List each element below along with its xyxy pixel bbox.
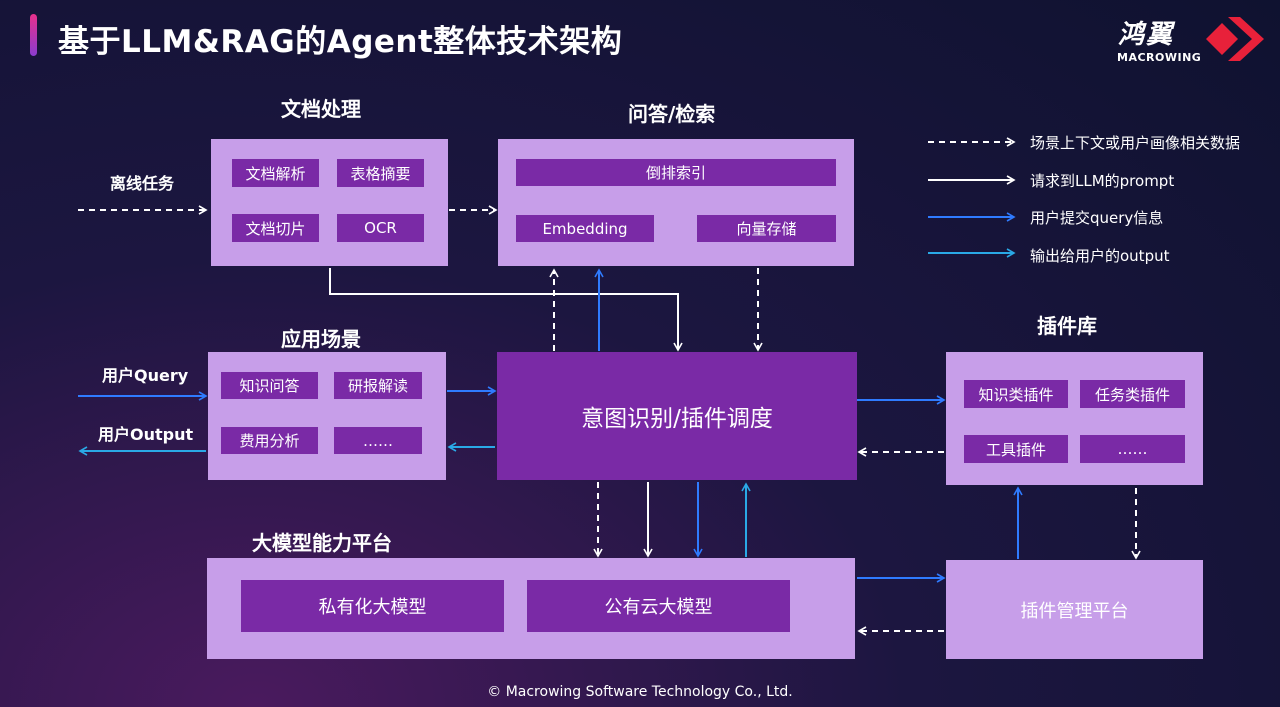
- plugin-library-panel: 知识类插件 任务类插件 工具插件 ……: [946, 352, 1203, 485]
- inverted-index-chip: 倒排索引: [516, 159, 836, 186]
- expense-analysis-chip: 费用分析: [221, 427, 318, 454]
- embedding-chip: Embedding: [516, 215, 654, 242]
- user-output-label: 用户Output: [98, 425, 194, 444]
- page-title: 基于LLM&RAG的Agent整体技术架构: [58, 24, 623, 60]
- copyright-footer: © Macrowing Software Technology Co., Ltd…: [487, 684, 793, 700]
- llm-platform-title: 大模型能力平台: [252, 531, 392, 555]
- logo-chinese: 鸿翼: [1118, 20, 1175, 50]
- user-query-label: 用户Query: [102, 366, 189, 385]
- tool-plugin-chip: 工具插件: [964, 435, 1068, 463]
- logo-english: MACROWING: [1117, 51, 1202, 64]
- table-summary-chip: 表格摘要: [337, 159, 424, 187]
- more-scenarios-chip: ……: [334, 427, 422, 454]
- more-plugins-chip: ……: [1080, 435, 1185, 463]
- doc-processing-title: 文档处理: [281, 97, 361, 121]
- qa-retrieval-title: 问答/检索: [628, 102, 716, 126]
- research-report-chip: 研报解读: [334, 372, 422, 399]
- plugin-library-title: 插件库: [1037, 314, 1097, 338]
- task-plugin-chip: 任务类插件: [1080, 380, 1185, 408]
- legend-user-output: 输出给用户的output: [1030, 247, 1170, 265]
- knowledge-plugin-chip: 知识类插件: [964, 380, 1068, 408]
- app-scenarios-panel: 知识问答 研报解读 费用分析 ……: [208, 352, 446, 480]
- private-llm-chip: 私有化大模型: [241, 580, 504, 632]
- logo-arrow-icon: [1206, 17, 1264, 61]
- knowledge-qa-chip: 知识问答: [221, 372, 318, 399]
- doc-slice-chip: 文档切片: [232, 214, 319, 242]
- title-accent-bar: [30, 14, 37, 56]
- doc-parse-chip: 文档解析: [232, 159, 319, 187]
- app-scenarios-title: 应用场景: [281, 327, 361, 351]
- legend-llm-prompt: 请求到LLM的prompt: [1030, 172, 1175, 190]
- qa-retrieval-panel: 倒排索引 Embedding 向量存储: [498, 139, 854, 266]
- public-cloud-llm-chip: 公有云大模型: [527, 580, 790, 632]
- ocr-chip: OCR: [337, 214, 424, 242]
- vector-store-chip: 向量存储: [697, 215, 836, 242]
- llm-platform-panel: 私有化大模型 公有云大模型: [207, 558, 855, 659]
- offline-task-label: 离线任务: [110, 174, 175, 193]
- legend-user-query: 用户提交query信息: [1030, 209, 1164, 227]
- plugin-management-box: 插件管理平台: [946, 560, 1203, 659]
- intent-dispatch-box: 意图识别/插件调度: [497, 352, 857, 480]
- legend-context-data: 场景上下文或用户画像相关数据: [1030, 134, 1241, 152]
- doc-processing-panel: 文档解析 表格摘要 文档切片 OCR: [211, 139, 448, 266]
